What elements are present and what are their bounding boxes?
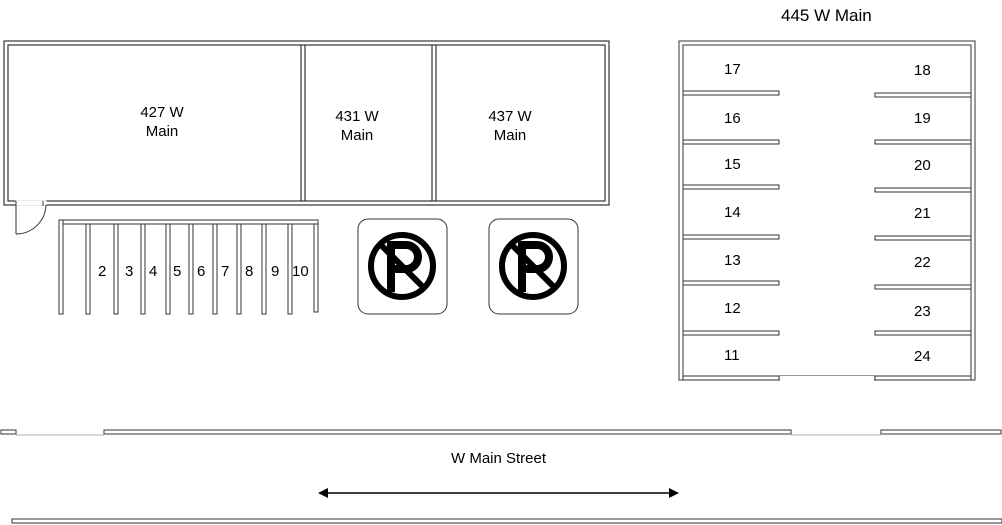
no-parking-sign-2: [488, 218, 579, 315]
building-label-437: 437 W Main: [488, 108, 532, 144]
no-parking-icon: [499, 232, 567, 300]
building-label-427: 427 W Main: [140, 104, 184, 140]
stall-number: 8: [245, 263, 254, 280]
stall-number: 18: [914, 62, 931, 79]
stall-number: 21: [914, 205, 931, 222]
building-label-431: 431 W Main: [335, 108, 379, 144]
stall-number: 10: [292, 263, 309, 280]
stall-number: 5: [173, 263, 182, 280]
no-parking-sign-1: [357, 218, 448, 315]
stall-number: 23: [914, 303, 931, 320]
door-icon: [15, 200, 47, 235]
main-lot: [678, 40, 976, 381]
small-lot: [58, 219, 319, 315]
stall-number: 19: [914, 110, 931, 127]
stall-number: 14: [724, 204, 741, 221]
stall-number: 22: [914, 254, 931, 271]
stall-number: 20: [914, 157, 931, 174]
stall-number: 17: [724, 61, 741, 78]
no-parking-icon: [368, 232, 436, 300]
stall-number: 4: [149, 263, 158, 280]
stall-number: 15: [724, 156, 741, 173]
stall-number: 11: [724, 347, 740, 364]
stall-number: 16: [724, 110, 741, 127]
stall-number: 12: [724, 300, 741, 317]
stall-number: 2: [98, 263, 107, 280]
stall-number: 7: [221, 263, 230, 280]
stall-number: 6: [197, 263, 206, 280]
stall-number: 3: [125, 263, 134, 280]
stall-number: 13: [724, 252, 741, 269]
stall-number: 24: [914, 348, 931, 365]
street-curbs: [0, 429, 1002, 524]
street-name: W Main Street: [451, 450, 547, 467]
two-way-arrow-icon: [318, 488, 679, 498]
stall-number: 9: [271, 263, 280, 280]
site-title: 445 W Main: [781, 6, 872, 25]
building-block: [3, 40, 610, 206]
